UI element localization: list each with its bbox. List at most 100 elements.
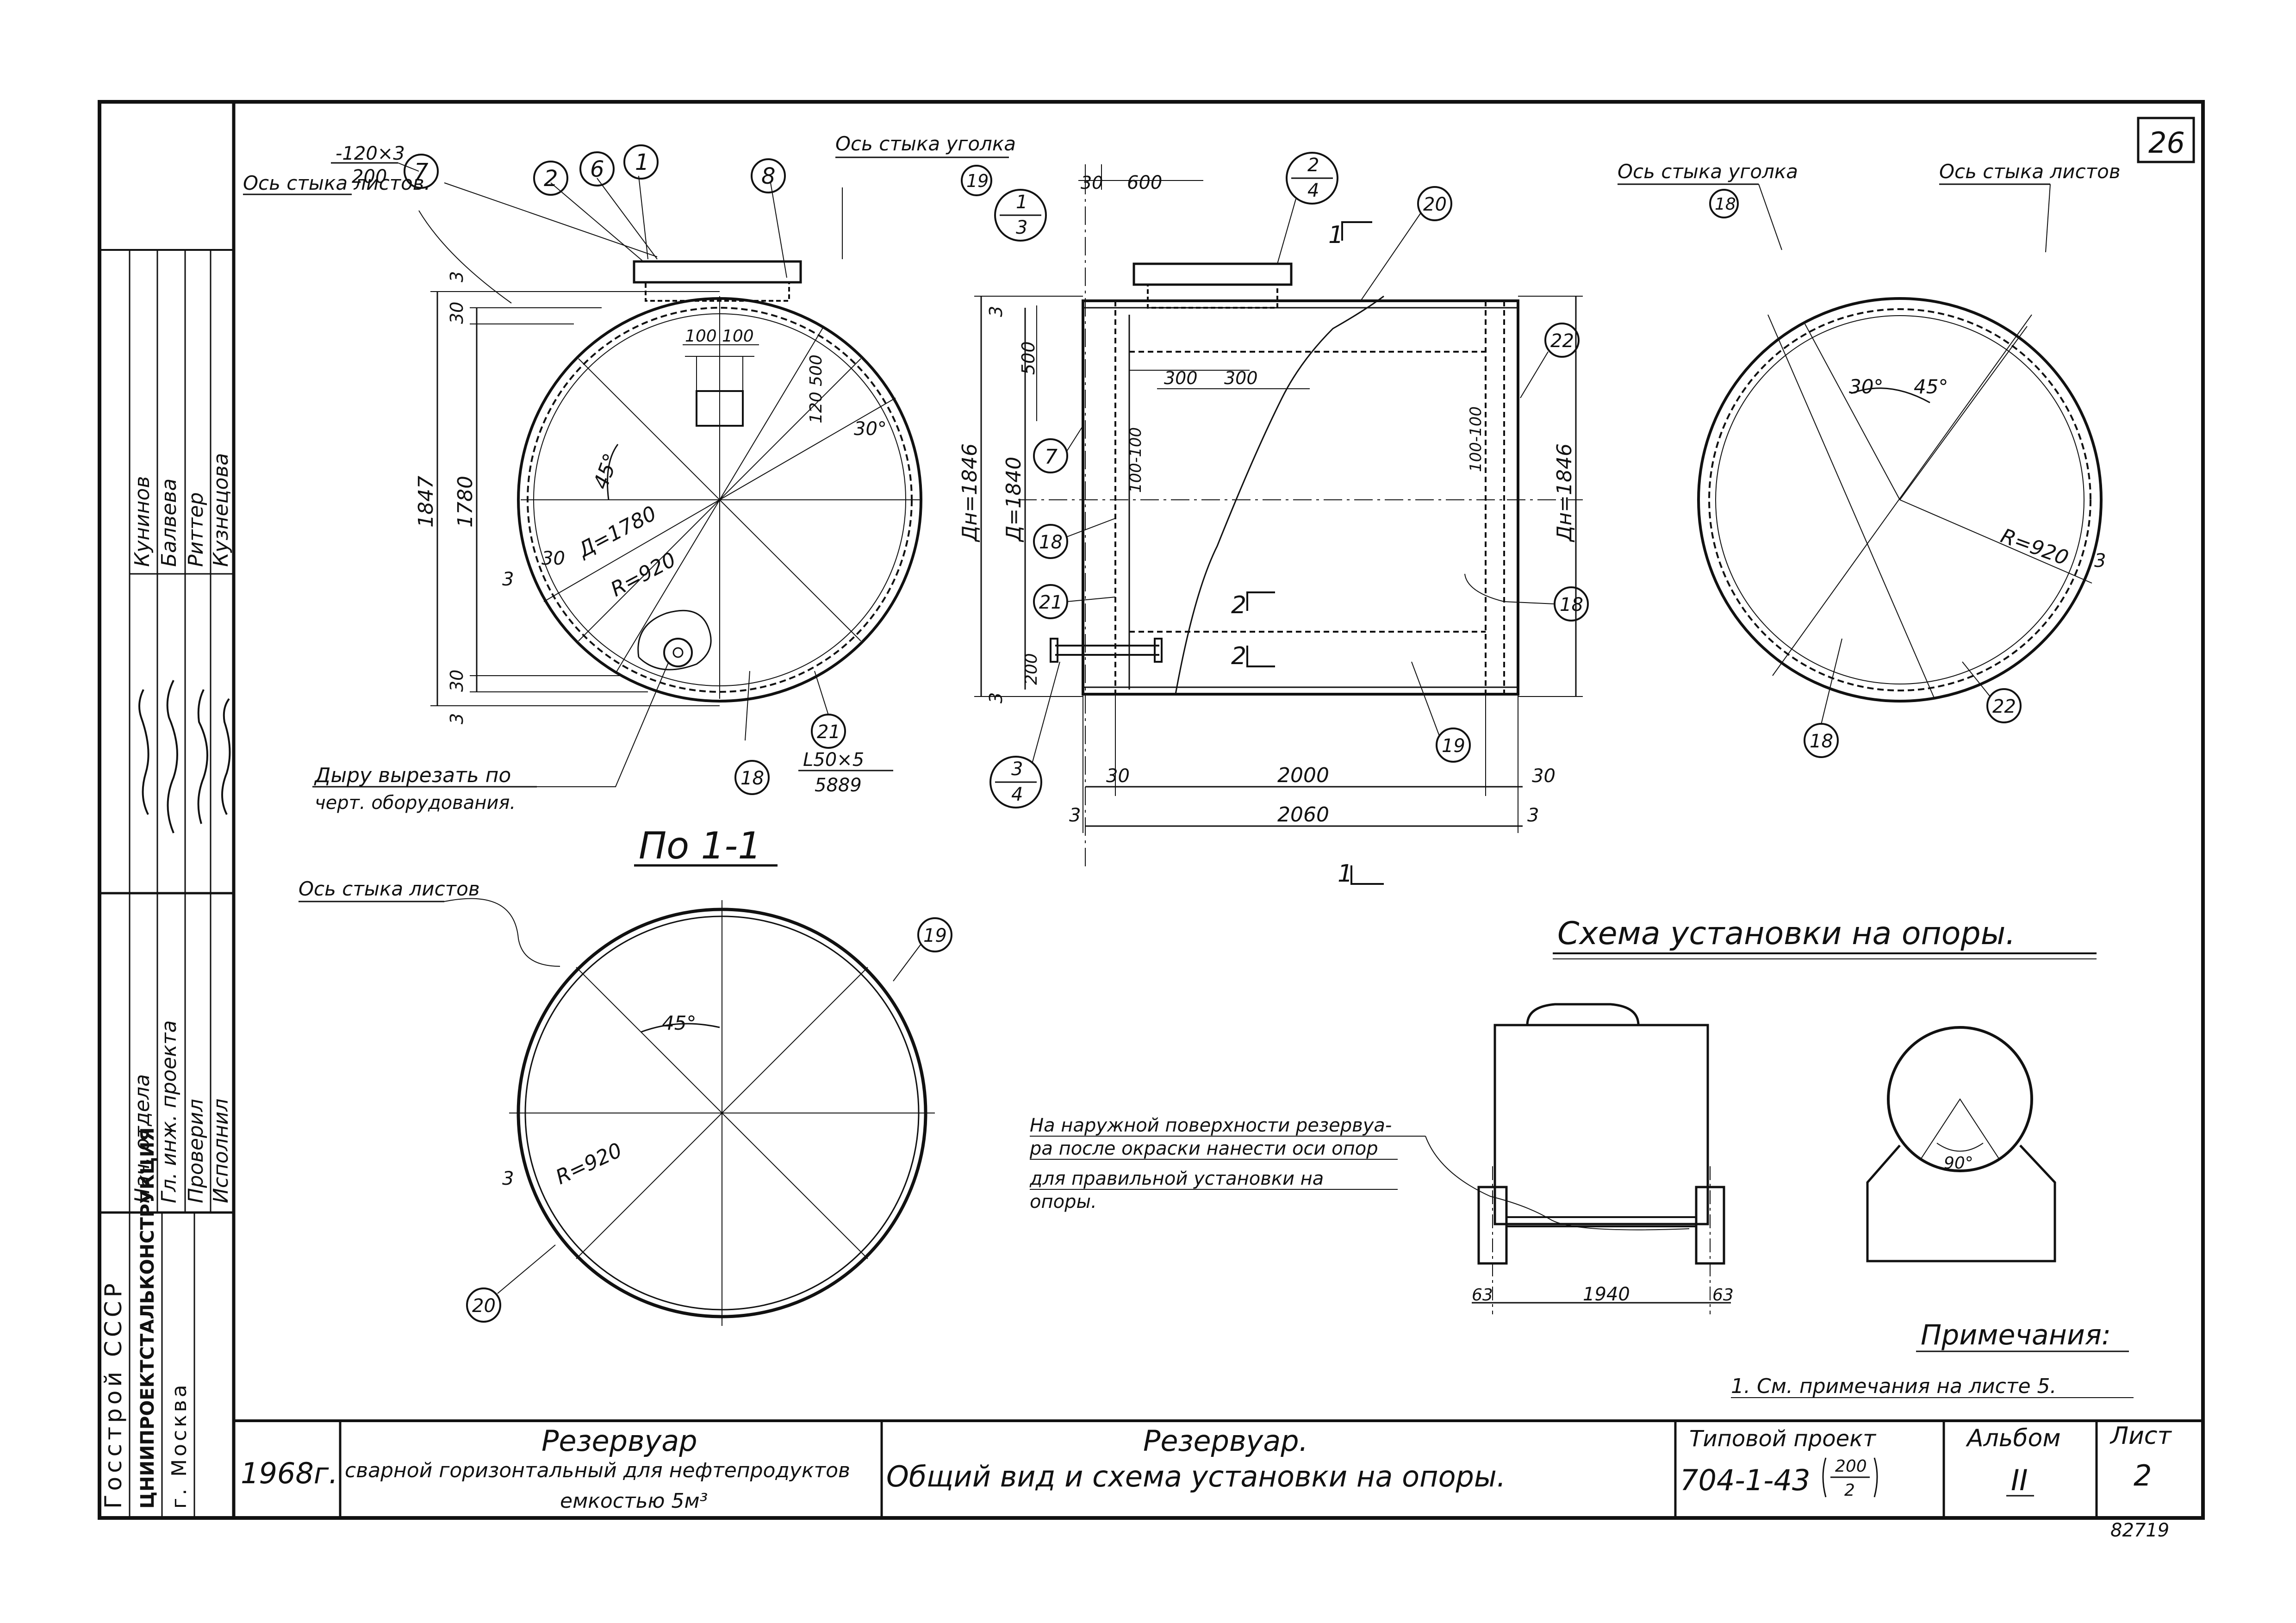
sv-dim-3top: 3 <box>986 306 1006 317</box>
support-dim-63b: 63 <box>1712 1286 1734 1305</box>
callout-20b: 19 <box>923 925 947 946</box>
sv-dim-d1840: Д=1840 <box>1002 457 1026 542</box>
callout-19b: 19 <box>1442 735 1465 757</box>
rv-dim-3: 3 <box>2094 550 2106 572</box>
dim-r920: R=920 <box>607 548 680 602</box>
dim-1780: 1780 <box>454 476 477 528</box>
sv-dim-2060: 2060 <box>1277 803 1329 827</box>
frac3-bottom: 4 <box>1011 784 1023 805</box>
dim-30deg: 30° <box>854 418 887 440</box>
callout-18c: 18 <box>1039 532 1063 553</box>
callout-21a: 21 <box>817 721 840 743</box>
bv-dim-3: 3 <box>502 1168 514 1189</box>
tb-object-desc1: сварной горизонтальный для нефтепродукто… <box>345 1459 850 1482</box>
label-joint-sheets-bottom: Ось стыка листов <box>299 877 480 900</box>
signature-1 <box>138 689 149 815</box>
section-title: По 1-1 <box>639 824 761 867</box>
org-institute: ЦНИИПРОЕКТСТАЛЬКОНСТРУКЦИЯ <box>137 1127 158 1509</box>
callout-18d: 18 <box>1715 195 1736 214</box>
title-block: 1968г. Резервуар сварной горизонтальный … <box>234 1419 2203 1518</box>
sv-dim-3l: 3 <box>1069 805 1081 826</box>
dim-1847: 1847 <box>414 476 438 528</box>
sv-dim-300b: 300 <box>1224 368 1258 388</box>
plate-top: -120×3 <box>336 143 405 164</box>
support-note-2: ра после окраски нанести оси опор <box>1029 1138 1378 1159</box>
label-joint-angle-18: Ось стыка уголка <box>1618 160 1798 183</box>
tb-project-label: Типовой проект <box>1689 1426 1877 1452</box>
sv-dim-600: 600 <box>1127 172 1162 193</box>
tb-sheet-label: Лист <box>2109 1422 2172 1450</box>
callout-8a: 8 <box>761 163 776 189</box>
sv-dim-30top: 30 <box>1081 173 1103 193</box>
callout-22a: 22 <box>1550 330 1574 352</box>
callout-19c: 20 <box>472 1295 496 1317</box>
rv-dim-30: 30° <box>1849 375 1883 398</box>
dim-3a: 3 <box>447 271 467 282</box>
org-city: г. Москва <box>168 1382 191 1509</box>
section-mark-1-bottom: 1 <box>1338 860 1353 888</box>
callout-18b: 18 <box>1560 594 1583 616</box>
label-joint-sheets-right: Ось стыка листов <box>1939 160 2121 183</box>
side-panel: Нач. отдела Гл. инж. проекта Проверил Ис… <box>99 249 235 1519</box>
dim-100b: 100 <box>722 327 754 346</box>
tb-sheet-title1: Резервуар. <box>1143 1424 1308 1458</box>
frac1-top: 1 <box>1016 192 1027 213</box>
sv-dim-300a: 300 <box>1164 368 1198 388</box>
tb-project-frac-bottom: 2 <box>1844 1481 1855 1500</box>
tb-album-label: Альбом <box>1966 1424 2061 1452</box>
name-2: Балвева <box>157 479 181 567</box>
dim-100a: 100 <box>685 327 717 346</box>
sheet-corner-number: 26 <box>2148 126 2185 160</box>
end-view-right: 30° 45° R=920 3 Ось стыка уголка 18 Ось … <box>1618 160 2121 758</box>
dim-dia1780: Д=1780 <box>573 502 660 563</box>
dim-30a: 30 <box>447 302 467 324</box>
frac1-bottom: 3 <box>1016 217 1027 238</box>
section-view: 45° R=920 3 Ось стыка листов 19 20 <box>299 877 952 1326</box>
frac2-bottom: 4 <box>1307 180 1319 201</box>
tb-object-desc2: емкостью 5м³ <box>560 1489 708 1513</box>
signature-4 <box>221 698 231 815</box>
role-3: Проверил <box>184 1099 208 1203</box>
notes-1: 1. См. примечания на листе 5. <box>1731 1374 2056 1398</box>
callout-7b: 7 <box>1045 445 1058 469</box>
dim-45a: 45° <box>589 450 623 492</box>
side-view: 30 600 3 500 300 300 100-100 100-100 Дн=… <box>958 152 1589 888</box>
support-scheme: Схема установки на опоры. 63 1940 63 На … <box>1029 915 2097 1314</box>
support-scheme-title: Схема установки на опоры. <box>1557 915 2016 952</box>
corner-box <box>2137 117 2195 163</box>
section-mark-2-bottom: 2 <box>1231 642 1246 670</box>
sv-dim-500: 500 <box>1018 341 1039 375</box>
sv-dim-3r: 3 <box>1527 805 1539 826</box>
tb-project-frac-top: 200 <box>1835 1457 1867 1476</box>
dim-3c: 3 <box>502 569 514 590</box>
support-note-1: На наружной поверхности резервуа- <box>1030 1115 1392 1136</box>
signature-3 <box>197 689 208 824</box>
end-view-left: 1847 1780 3 30 30 3 100 100 120 500 45° … <box>243 132 1016 867</box>
sv-dim-100-100b: 100-100 <box>1467 406 1485 472</box>
section-mark-1-top: 1 <box>1328 221 1344 249</box>
sv-dim-3bot: 3 <box>986 692 1006 703</box>
callout-18a: 18 <box>740 768 764 789</box>
sv-dim-dn1846a: Дн=1846 <box>958 443 982 542</box>
sv-dim-30r: 30 <box>1532 765 1556 787</box>
tb-year: 1968г. <box>241 1456 338 1490</box>
bv-dim-r920: R=920 <box>552 1138 626 1189</box>
label-joint-sheets: Ось стыка листов. <box>243 172 430 194</box>
sv-dim-2000: 2000 <box>1277 764 1329 787</box>
role-2: Гл. инж. проекта <box>157 1020 181 1203</box>
tb-sheet-title2: Общий вид и схема установки на опоры. <box>886 1460 1506 1493</box>
angle-bottom: 5889 <box>815 775 862 796</box>
signature-2 <box>166 680 178 833</box>
callout-1a: 1 <box>635 149 649 175</box>
callout-22b: 22 <box>1992 696 2016 717</box>
callout-7a: 7 <box>414 159 429 185</box>
support-note-3: для правильной установки на <box>1029 1168 1324 1189</box>
cut-note-1: Дыру вырезать по <box>314 764 511 787</box>
name-3: Риттер <box>184 492 208 567</box>
sv-dim-100-100a: 100-100 <box>1126 427 1145 493</box>
role-1: Нач. отдела <box>131 1074 154 1203</box>
dim-30b: 30 <box>447 670 467 692</box>
name-1: Кунинов <box>131 476 154 567</box>
bottom-code: 82719 <box>2110 1520 2169 1541</box>
